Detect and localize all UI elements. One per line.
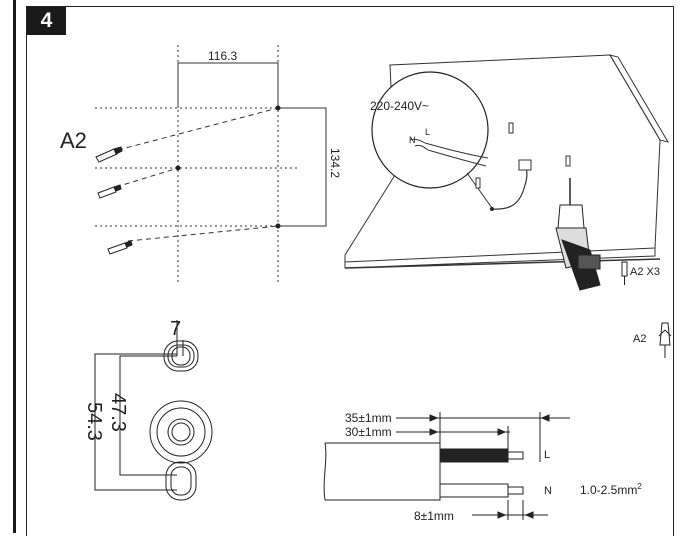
drill-line-top — [117, 107, 279, 151]
hole-point-middle — [175, 165, 181, 171]
cable-detail — [409, 138, 489, 167]
cable-connector — [518, 159, 532, 171]
hole-point-bottom — [275, 223, 281, 229]
hole-point-top — [275, 105, 281, 111]
drill-icon — [555, 178, 601, 291]
outer-distance-label: 54.3 — [83, 402, 105, 441]
width-dimension-bracket — [177, 62, 279, 108]
strip-neutral-label: N — [544, 485, 552, 497]
pilot-hole — [508, 122, 514, 134]
pilot-hole — [475, 177, 481, 189]
supply-cable — [491, 163, 528, 210]
wall-anchor-icon — [107, 240, 133, 255]
drill-template — [95, 45, 327, 285]
live-wire-insulation — [439, 448, 509, 463]
live-wire-conductor — [507, 451, 524, 460]
pilot-hole — [565, 155, 571, 167]
drill-line-middle — [115, 167, 179, 188]
voltage-label: 220-240V~ — [370, 99, 429, 113]
wall-anchor-icon — [95, 146, 123, 163]
anchor-key-icon — [658, 322, 672, 358]
live-wire-label: L — [425, 127, 430, 137]
anchor-qty-label: A2 X3 — [630, 266, 660, 278]
step-frame — [26, 6, 674, 536]
conductor-strip-label: 8±1mm — [414, 509, 454, 523]
page-edge-rule — [13, 0, 16, 533]
neutral-wire-insulation — [439, 483, 509, 498]
anchor-key-label: A2 — [633, 333, 646, 345]
neutral-wire-conductor — [507, 486, 524, 495]
cross-section-superscript: 2 — [637, 482, 642, 491]
strip-dimension-lines — [396, 412, 570, 520]
mounting-bracket — [94, 320, 213, 501]
slot-width-label: 7 — [170, 318, 181, 340]
outer-strip-label: 35±1mm — [345, 411, 392, 425]
height-dimension-label: 134.2 — [328, 148, 342, 178]
magnifier-pointer — [466, 172, 493, 209]
height-dimension-bracket — [278, 107, 327, 227]
width-dimension-label: 116.3 — [208, 49, 237, 63]
inner-distance-label: 47.3 — [107, 393, 129, 432]
cross-section-value: 1.0-2.5mm — [580, 483, 637, 497]
wall-anchor-icon — [97, 184, 122, 199]
strip-live-label: L — [544, 449, 550, 461]
anchor-qty-icon — [621, 261, 628, 285]
neutral-wire-label: N — [409, 135, 416, 145]
anchor-label: A2 — [60, 128, 87, 153]
drill-line-bottom — [127, 225, 279, 242]
inner-strip-label: 30±1mm — [345, 425, 392, 439]
cross-section-label: 1.0-2.5mm2 — [580, 482, 642, 497]
cable-sheath — [323, 442, 441, 501]
step-number-badge: 4 — [27, 7, 66, 35]
